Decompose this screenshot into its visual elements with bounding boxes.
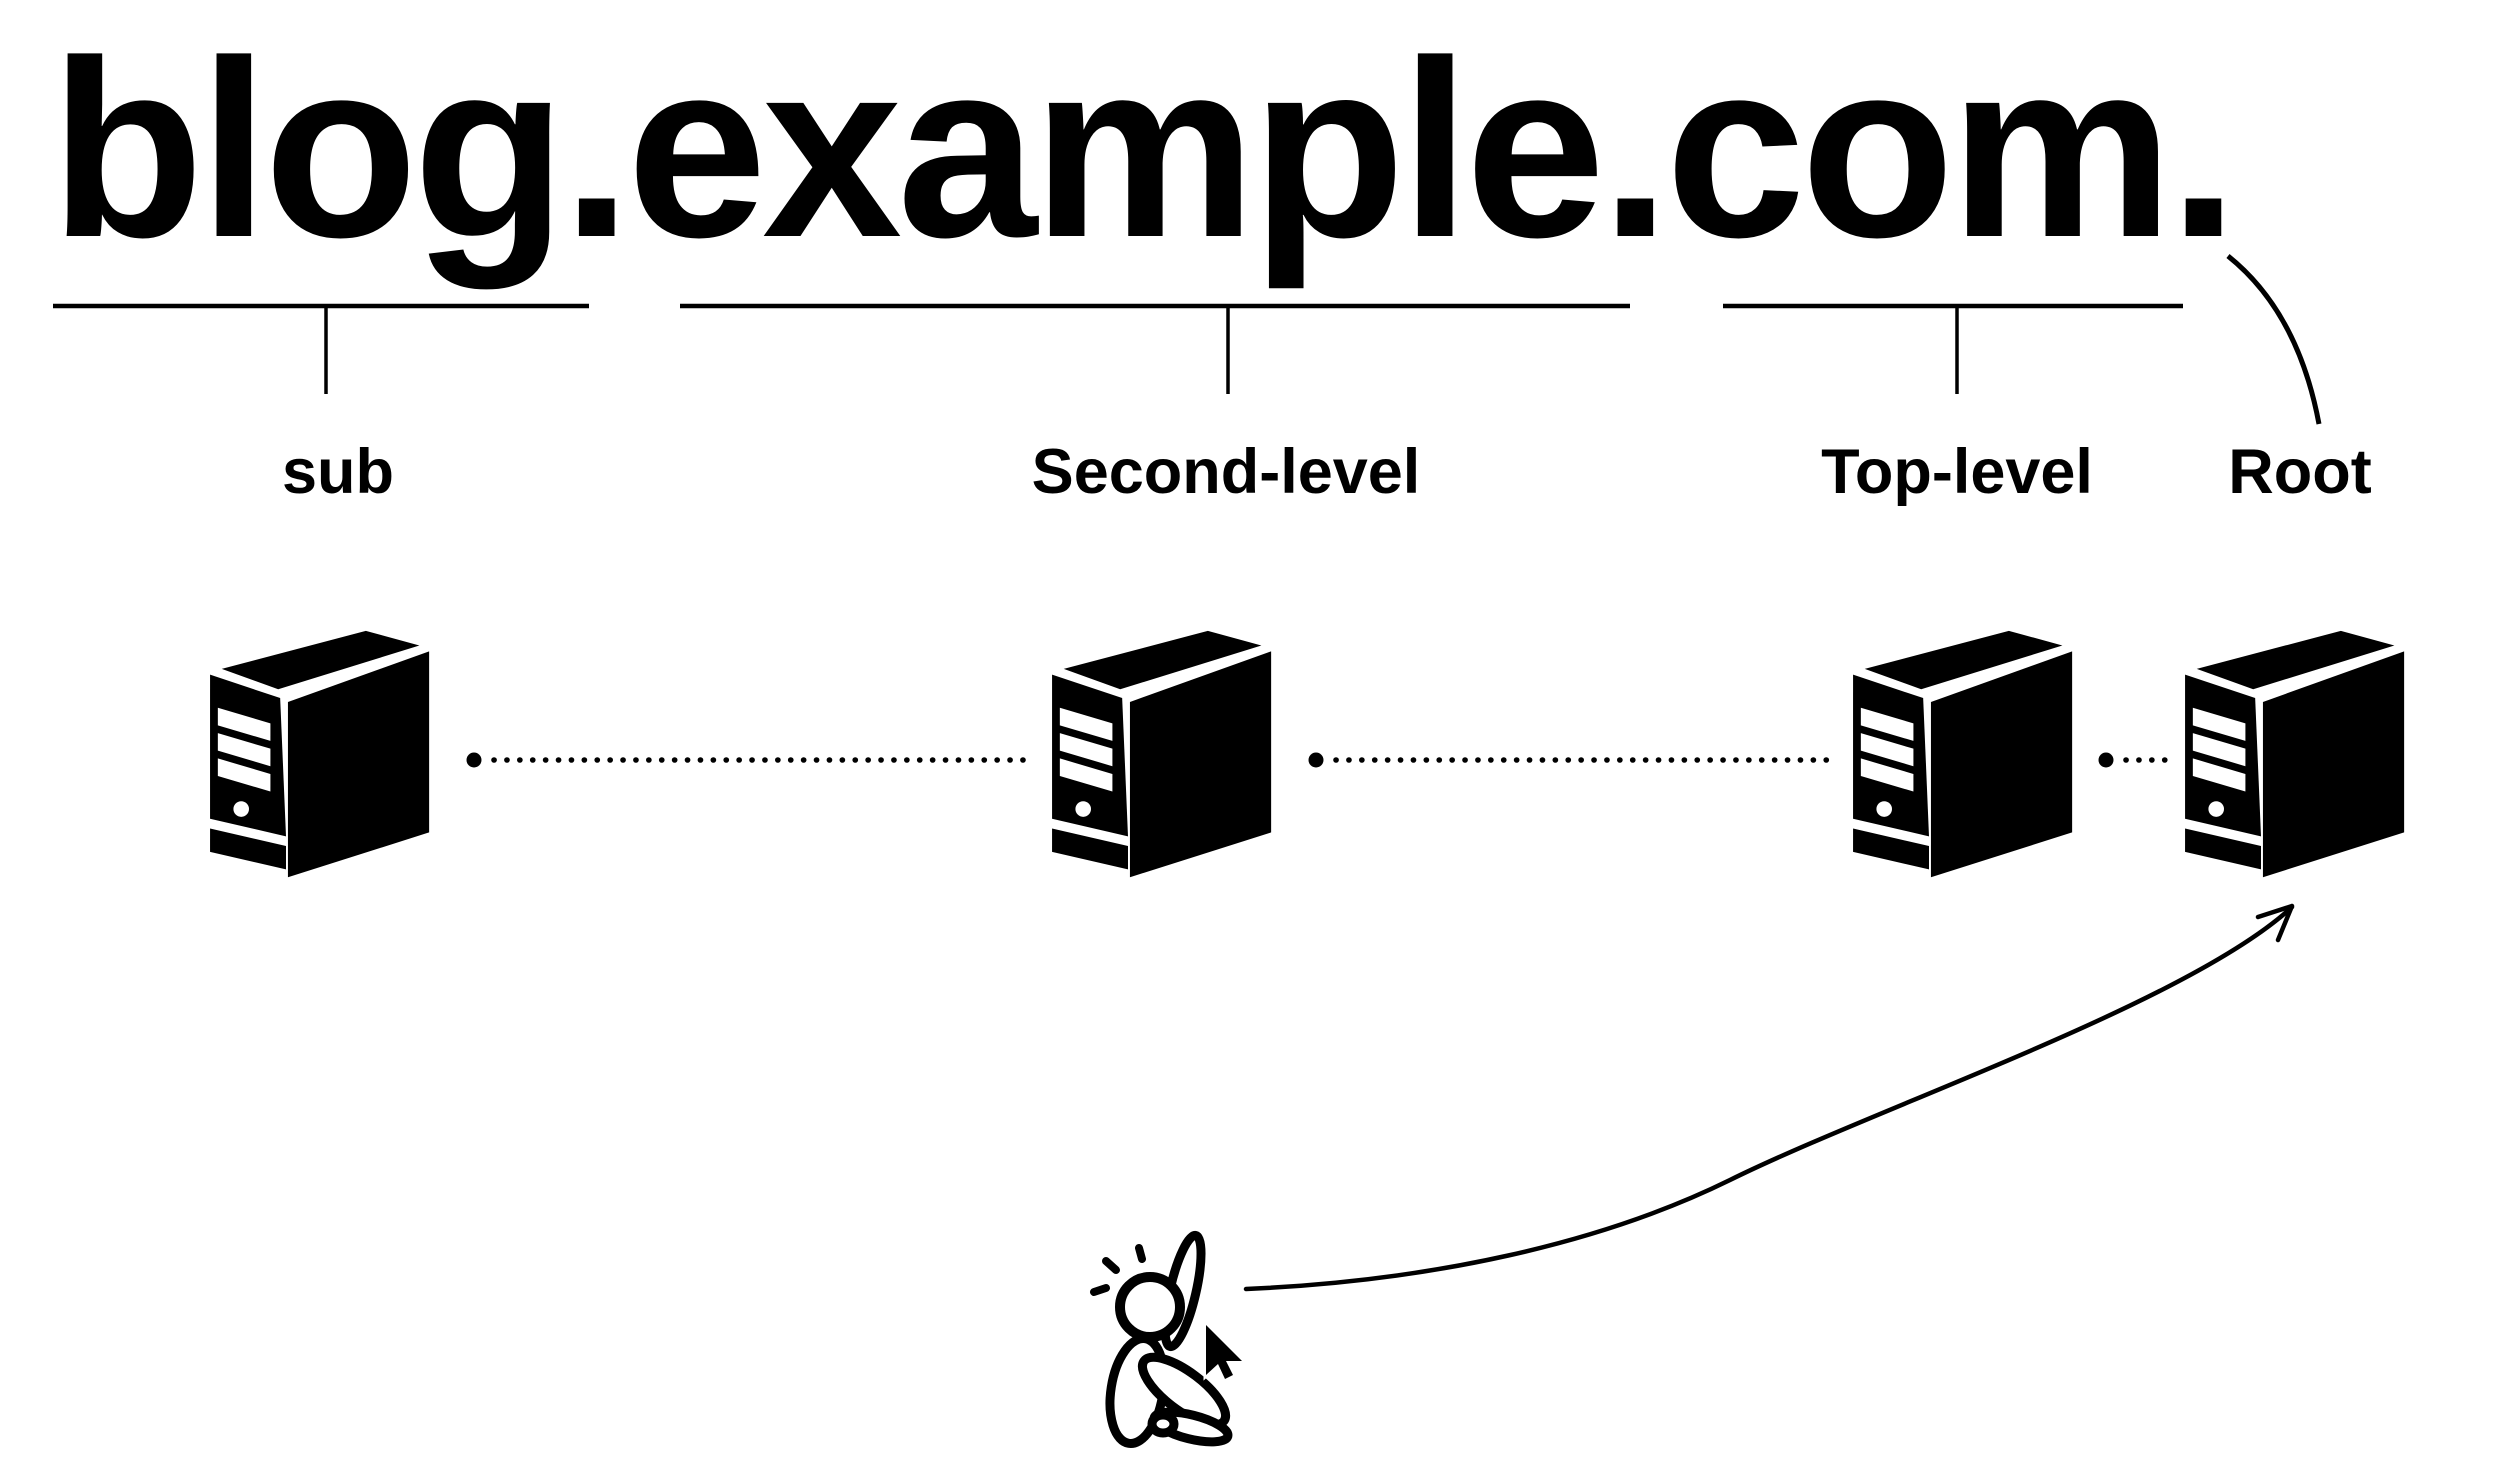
sub-dns-server-icon (210, 630, 430, 878)
mouse-cursor-icon (1203, 1318, 1249, 1383)
root-dns-server-icon (2185, 630, 2405, 878)
person-pointing-icon (1090, 1230, 1233, 1449)
label-subdomain: sub (281, 437, 395, 507)
label-root: Root (2228, 437, 2372, 507)
root-dot-connector-line (2226, 254, 2322, 425)
dotted-connector-sub-to-second (466, 752, 1033, 768)
label-second-level: Second-level (1031, 437, 1421, 507)
label-top-level: Top-level (1821, 437, 2093, 507)
dotted-connector-top-to-root (2098, 752, 2173, 768)
click-arrow-to-root-server (1243, 903, 2295, 1292)
second-level-dns-server-icon (1052, 630, 1272, 878)
top-level-dns-server-icon (1853, 630, 2073, 878)
page-title: blog.example.com. (50, 9, 2239, 290)
dotted-connector-second-to-top (1308, 752, 1841, 768)
sparkle-dashes-icon (1090, 1244, 1146, 1296)
